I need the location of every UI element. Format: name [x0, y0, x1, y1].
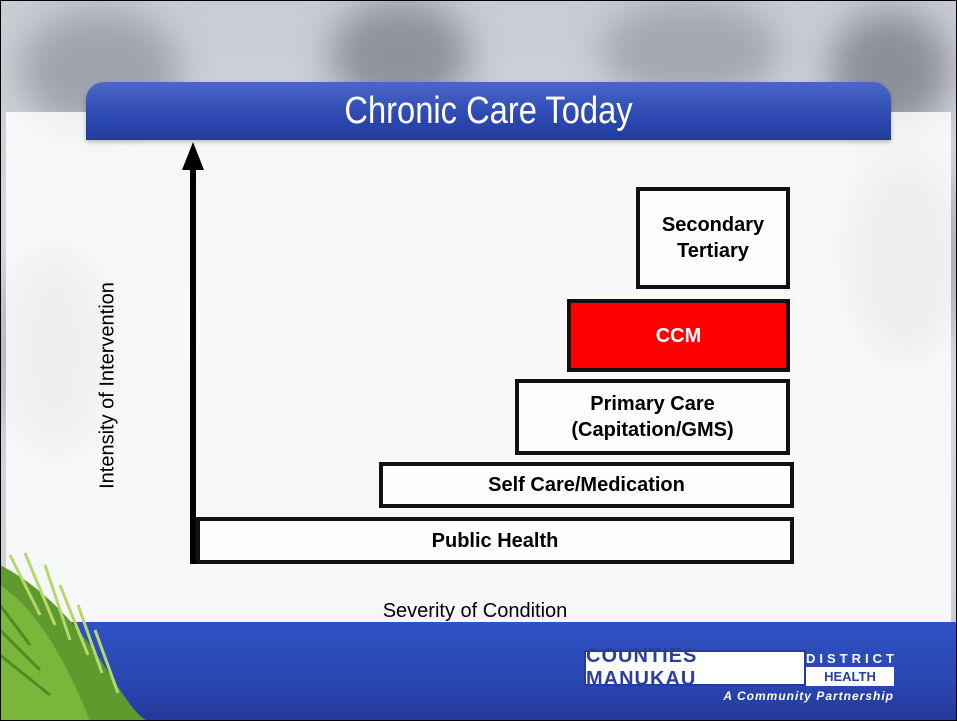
tier-primary-care: Primary Care (Capitation/GMS): [515, 379, 790, 455]
slide-title: Chronic Care Today: [344, 89, 633, 132]
tier-ccm: CCM: [567, 299, 790, 372]
tier-public-health: Public Health: [196, 517, 794, 564]
tier-self-care: Self Care/Medication: [379, 462, 794, 508]
tier-label: Public Health: [431, 529, 559, 552]
logo-board: HEALTH BOARD: [806, 667, 894, 703]
y-axis-line: [190, 168, 196, 564]
logo-tagline: A Community Partnership: [723, 689, 894, 703]
tier-label: Self Care/Medication: [488, 474, 685, 496]
tier-label: CCM: [655, 324, 702, 347]
logo-name: COUNTIES MANUKAU: [584, 645, 806, 690]
counties-manukau-logo: COUNTIES MANUKAU DISTRICT HEALTH BOARD A…: [584, 645, 898, 712]
y-axis-arrowhead: [182, 142, 204, 170]
tier-secondary-tertiary: Secondary Tertiary: [636, 187, 790, 289]
title-bar: Chronic Care Today: [86, 82, 891, 140]
x-axis-label: Severity of Condition: [382, 600, 568, 622]
y-axis-label: Intensity of Intervention: [96, 282, 119, 489]
fern-icon: [0, 552, 150, 721]
tier-label: Secondary Tertiary: [661, 214, 765, 262]
tier-label: Primary Care (Capitation/GMS): [571, 393, 734, 441]
logo-district: DISTRICT: [806, 651, 898, 666]
